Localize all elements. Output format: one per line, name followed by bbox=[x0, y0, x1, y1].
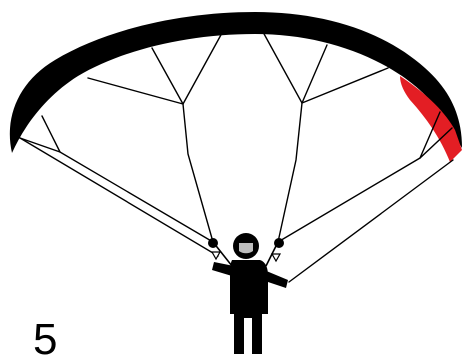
line-left-cascade-a bbox=[152, 48, 183, 104]
step-number: 5 bbox=[33, 318, 57, 362]
paraglider-illustration bbox=[0, 0, 463, 356]
brake-handle-left bbox=[212, 252, 220, 259]
pilot-body bbox=[230, 260, 268, 354]
pilot bbox=[212, 233, 288, 354]
line-left-mid bbox=[88, 78, 213, 242]
line-left-outer bbox=[20, 138, 213, 242]
line-right-mid bbox=[263, 32, 302, 242]
carabiner-right bbox=[274, 238, 284, 248]
canopy bbox=[10, 12, 462, 162]
line-left-cascade-b bbox=[183, 33, 222, 104]
pilot-visor bbox=[239, 243, 253, 253]
brake-handle-right bbox=[272, 254, 280, 261]
canopy-wing bbox=[10, 12, 462, 153]
carabiner-left bbox=[208, 238, 218, 248]
